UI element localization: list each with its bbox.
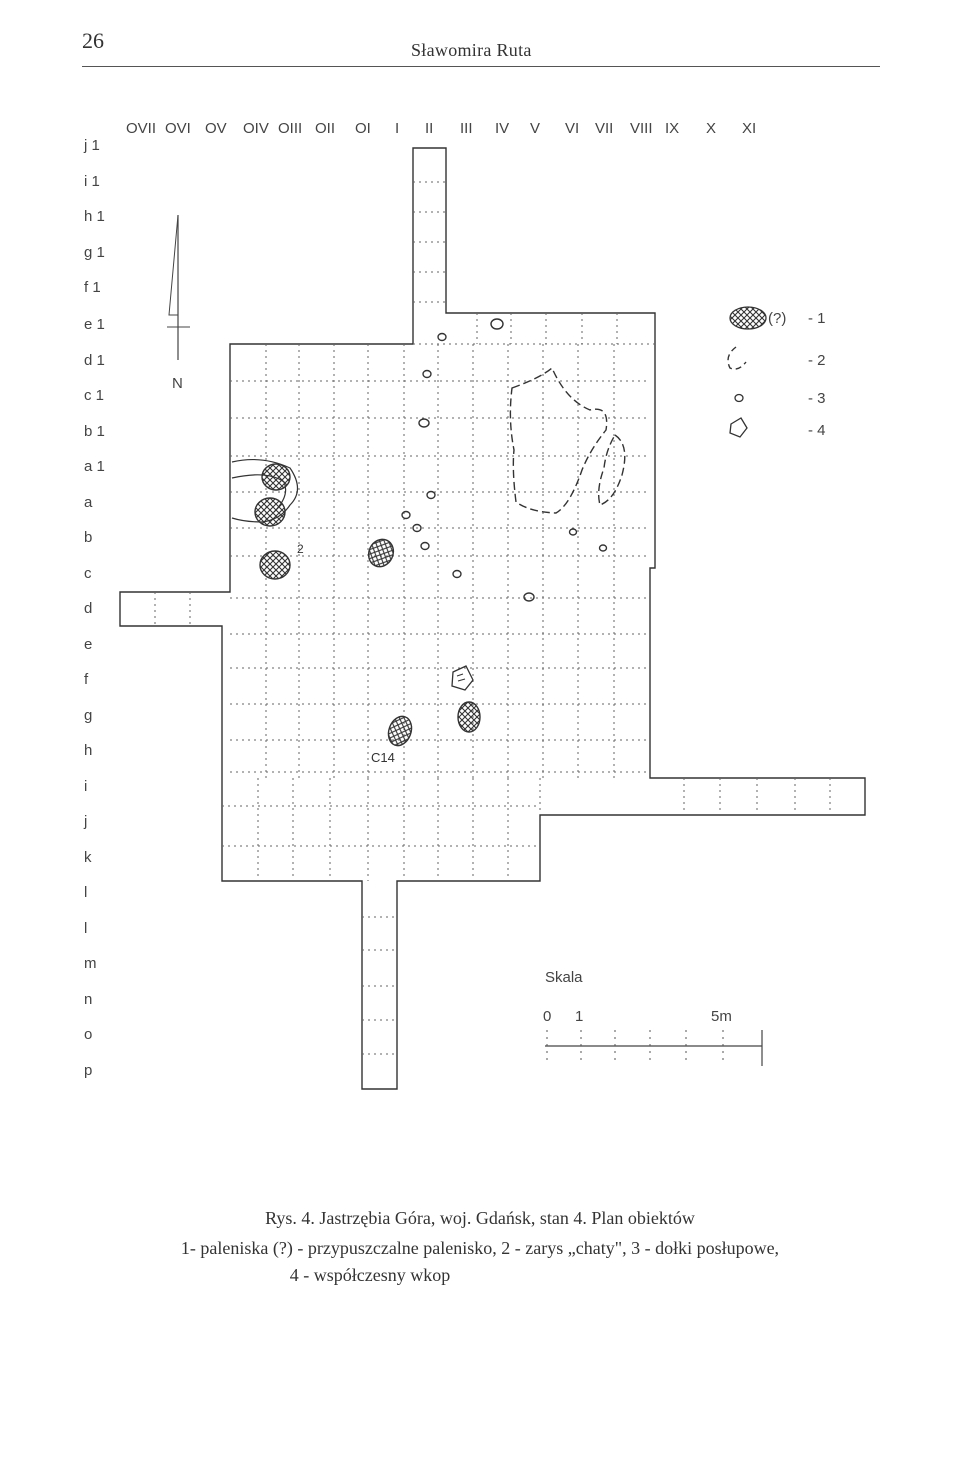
legend-posthole-icon	[734, 393, 744, 403]
hearth-feature	[457, 701, 481, 733]
row-label: h 1	[84, 208, 105, 225]
column-label: OVII	[126, 120, 156, 137]
legend-hearth-icon	[729, 306, 767, 330]
row-label: a	[84, 494, 93, 511]
row-label: j 1	[83, 137, 100, 154]
row-label: k	[84, 849, 92, 866]
legend-outline-icon	[727, 346, 747, 370]
column-label: OIII	[278, 120, 302, 137]
row-label: l	[84, 920, 87, 937]
excavation-grid	[119, 147, 866, 1090]
row-label: i 1	[84, 173, 100, 190]
row-label: o	[84, 1026, 92, 1043]
column-label: OIV	[243, 120, 269, 137]
row-label: j	[83, 813, 87, 830]
row-label: e 1	[84, 316, 105, 333]
row-label: b	[84, 529, 92, 546]
row-label: i	[84, 778, 87, 795]
grid-outline	[119, 147, 866, 1090]
column-label: I	[395, 120, 399, 137]
figure-caption-line2: 4 - współczesny wkop	[289, 1265, 451, 1285]
column-label: XI	[742, 120, 756, 137]
hut-outline-label: 2	[297, 542, 304, 556]
row-label: e	[84, 636, 92, 653]
north-arrow: N	[167, 214, 190, 392]
sample-label: C14	[371, 750, 395, 765]
row-label: l	[84, 884, 87, 901]
scale-tick-0: 0	[543, 1008, 551, 1025]
modern-pit	[451, 665, 474, 691]
hearth-feature	[254, 497, 286, 527]
legend-qualifier: (?)	[768, 310, 786, 327]
row-label: p	[84, 1062, 92, 1079]
column-label: VI	[565, 120, 579, 137]
row-label: m	[84, 955, 97, 972]
row-label: g 1	[84, 244, 105, 261]
column-label: VII	[595, 120, 613, 137]
column-label: IV	[495, 120, 509, 137]
modern-pit-detail	[456, 673, 466, 682]
legend: (?) - 1 - 2 - 3 - 4	[727, 306, 826, 439]
legend-number-2: - 2	[808, 352, 826, 369]
running-head: Sławomira Ruta	[411, 40, 532, 60]
row-label: a 1	[84, 458, 105, 475]
row-label: f	[84, 671, 89, 688]
row-label: c	[84, 565, 92, 582]
row-label: c 1	[84, 387, 104, 404]
legend-number-4: - 4	[808, 422, 826, 439]
column-label: VIII	[630, 120, 653, 137]
scale-tick-5m: 5m	[711, 1008, 732, 1025]
north-label: N	[172, 375, 183, 392]
row-label: b 1	[84, 423, 105, 440]
row-label: d 1	[84, 352, 105, 369]
figure-caption-line1: 1- paleniska (?) - przypuszczalne paleni…	[180, 1238, 780, 1258]
row-label: g	[84, 707, 92, 724]
column-label: OV	[205, 120, 227, 137]
legend-number-1: - 1	[808, 310, 826, 327]
column-label: OVI	[165, 120, 191, 137]
column-label: II	[425, 120, 433, 137]
row-label: h	[84, 742, 92, 759]
column-label: OI	[355, 120, 371, 137]
hearth-feature	[367, 538, 395, 568]
page-number: 26	[82, 28, 104, 53]
hearth-feature	[259, 550, 291, 580]
header-rule	[82, 66, 880, 67]
legend-pit-icon	[729, 417, 748, 438]
scale-tick-1: 1	[575, 1008, 583, 1025]
row-label: d	[84, 600, 92, 617]
hut-outline	[509, 366, 626, 514]
column-label: OII	[315, 120, 335, 137]
column-label: IX	[665, 120, 679, 137]
scale-bar: Skala 0 1 5m	[543, 969, 763, 1066]
column-label: X	[706, 120, 716, 137]
hearth-feature	[261, 463, 291, 491]
postholes	[401, 318, 608, 602]
hearths	[254, 463, 481, 747]
figure-caption-title: Rys. 4. Jastrzębia Góra, woj. Gdańsk, st…	[265, 1208, 695, 1228]
scale-title: Skala	[545, 969, 583, 986]
column-label: III	[460, 120, 473, 137]
legend-number-3: - 3	[808, 390, 826, 407]
column-label: V	[530, 120, 540, 137]
row-label: n	[84, 991, 92, 1008]
hearth-feature	[387, 715, 413, 747]
row-label: f 1	[84, 279, 101, 296]
